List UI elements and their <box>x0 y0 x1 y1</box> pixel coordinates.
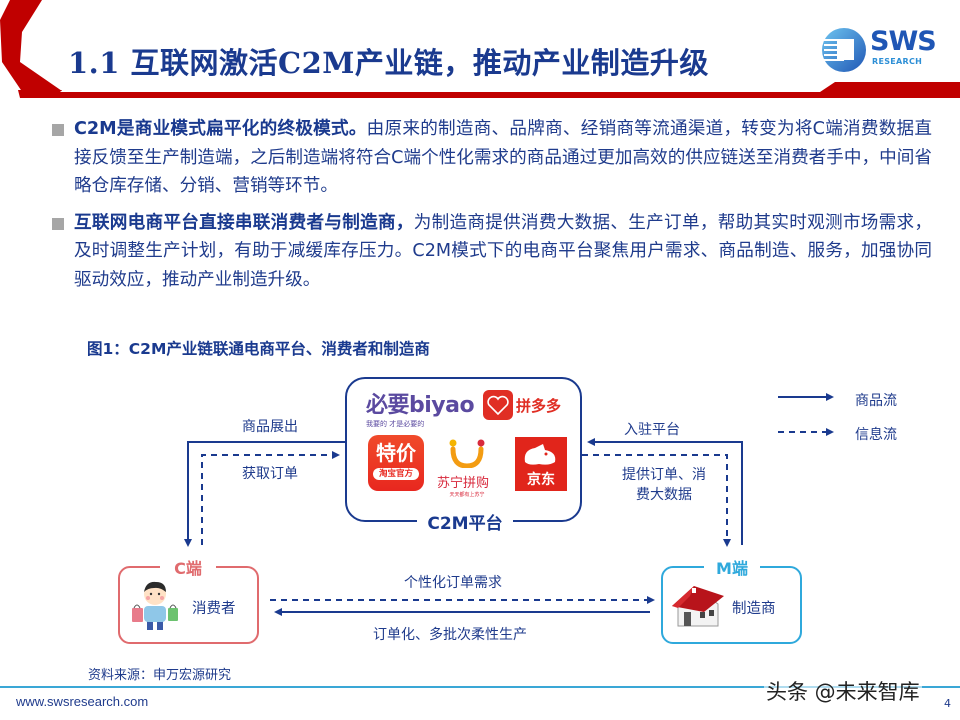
watermark: 头条 @未来智库 <box>764 676 922 706</box>
logo-wordmark: SWS <box>870 26 937 57</box>
flow-label-m-to-platform: 入驻平台 <box>624 422 680 438</box>
manufacturer-label: 制造商 <box>732 601 776 617</box>
logo-subtitle: RESEARCH <box>872 57 923 66</box>
tejia-sub: 淘宝官方 <box>373 468 419 480</box>
jd-logo: 京东 <box>515 437 567 491</box>
page-number: 4 <box>944 697 951 710</box>
tejia-wordmark: 特价 <box>376 441 416 465</box>
legend-label-goods-flow: 商品流 <box>855 393 897 409</box>
flow-label-c-to-m: 个性化订单需求 <box>404 575 502 591</box>
consumer-label: 消费者 <box>192 601 236 617</box>
suning-wordmark: 苏宁拼购 <box>437 476 490 491</box>
pinduoduo-heart-icon <box>483 390 513 420</box>
arrow-platform-to-m <box>582 454 731 547</box>
bullet-item: 互联网电商平台直接串联消费者与制造商，为制造商提供消费大数据、生产订单，帮助其实… <box>52 209 932 295</box>
suning-u-icon <box>449 439 485 469</box>
pinduoduo-wordmark: 拼多多 <box>516 396 562 415</box>
c2m-platform-label: C2M平台 <box>417 509 513 534</box>
flow-label-line: 费大数据 <box>636 487 692 503</box>
bullet-text: 由原来的制造商、品牌商、经销商等流通渠道，转变为将C端消费数据直接反馈至生产制造… <box>74 119 932 196</box>
header-decoration <box>0 0 960 98</box>
footer-divider <box>0 686 960 688</box>
bullet-bold-lead: C2M是商业模式扁平化的终极模式。 <box>74 119 367 139</box>
slide-title: 1.1 互联网激活C2M产业链，推动产业制造升级 <box>68 46 709 80</box>
flow-label-platform-to-c: 商品展出 <box>242 419 298 435</box>
suning-slogan: 天天都有上苏宁 <box>449 492 485 498</box>
legend-label-info-flow: 信息流 <box>855 427 897 443</box>
bullet-bold-lead: 互联网电商平台直接串联消费者与制造商， <box>74 212 414 233</box>
square-bullet-icon <box>52 124 64 136</box>
flow-label-platform-to-m: 提供订单、消 费大数据 <box>612 464 716 504</box>
bullet-item: C2M是商业模式扁平化的终极模式。由原来的制造商、品牌商、经销商等流通渠道，转变… <box>52 115 932 201</box>
suning-pingou-logo: 苏宁拼购 天天都有上苏宁 <box>437 438 497 498</box>
header-chevron <box>0 0 62 96</box>
taobao-tejia-logo: 特价 淘宝官方 <box>368 435 424 491</box>
jd-wordmark: 京东 <box>527 472 555 488</box>
sws-logo-icon <box>822 28 866 72</box>
arrow-c-to-platform <box>201 451 340 545</box>
c-end-label: C端 <box>160 555 216 579</box>
arrow-m-to-platform <box>587 438 743 545</box>
biyao-wordmark: 必要biyao <box>366 393 475 418</box>
consumer-icon <box>132 581 178 630</box>
source-note: 资料来源：申万宏源研究 <box>88 668 232 683</box>
arrow-platform-to-c <box>184 441 345 547</box>
bullet-list: C2M是商业模式扁平化的终极模式。由原来的制造商、品牌商、经销商等流通渠道，转变… <box>52 115 932 302</box>
jd-dog-icon <box>524 444 556 465</box>
biyao-logo: 必要biyao 我要的 才是必要的 <box>366 387 475 429</box>
manufacturer-house-icon <box>672 586 724 627</box>
m-end-label: M端 <box>704 555 760 579</box>
footer-url[interactable]: www.swsresearch.com <box>16 694 149 709</box>
header-underline <box>18 82 960 98</box>
bullet-text: 为制造商提供消费大数据、生产订单，帮助其实时观测市场需求，及时调整生产计划，有助… <box>74 212 932 290</box>
flow-label-c-to-platform: 获取订单 <box>242 466 298 482</box>
sws-logo: SWS RESEARCH <box>820 24 940 76</box>
flow-label-line: 提供订单、消 <box>622 467 706 483</box>
pinduoduo-logo: 拼多多 <box>483 390 561 420</box>
figure-title: 图1：C2M产业链联通电商平台、消费者和制造商 <box>87 340 430 358</box>
biyao-slogan: 我要的 才是必要的 <box>366 420 425 428</box>
square-bullet-icon <box>52 217 64 230</box>
flow-label-m-to-c: 订单化、多批次柔性生产 <box>373 627 527 643</box>
